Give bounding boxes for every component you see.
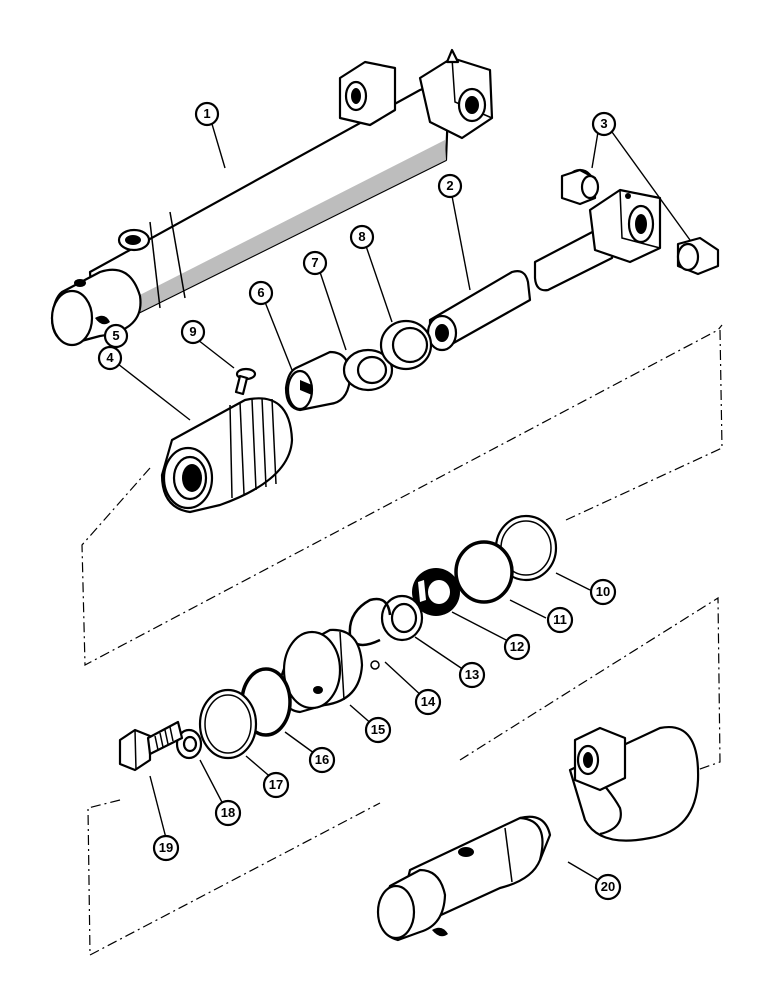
part-15-piston [278,628,364,714]
callout-5-label: 5 [112,328,119,343]
callout-2: 2 [437,173,463,199]
part-7-ring [342,348,394,392]
callout-5: 5 [103,323,129,349]
callout-group: 1 2 3 4 5 6 7 8 9 10 11 12 13 14 15 16 1… [97,101,622,901]
callout-2-label: 2 [446,178,453,193]
callout-16-label: 16 [315,752,329,767]
part-3-bushing-lower [676,236,720,276]
callout-11: 11 [546,606,574,634]
callout-15: 15 [364,716,392,744]
callout-8: 8 [349,224,375,250]
callout-12: 12 [503,633,531,661]
callout-17: 17 [262,771,290,799]
callout-13-label: 13 [465,667,479,682]
callout-10-label: 10 [596,584,610,599]
callout-6: 6 [248,280,274,306]
callout-12-label: 12 [510,639,524,654]
part-13-washer [380,594,424,642]
callout-16: 16 [308,746,336,774]
part-18-washer [175,728,203,760]
callout-18: 18 [214,799,242,827]
callout-18-label: 18 [221,805,235,820]
callout-19: 19 [152,834,180,862]
callout-10: 10 [589,578,617,606]
part-20-cylinder-end-section [376,725,700,942]
callout-7: 7 [302,250,328,276]
callout-4: 4 [97,345,123,371]
assembly-path-upper [81,324,723,666]
part-1-cylinder-barrel [50,48,494,347]
callout-9: 9 [180,319,206,345]
callout-8-label: 8 [358,229,365,244]
part-9-screw [234,367,257,396]
part-2-piston-rod [426,188,662,352]
callout-1-label: 1 [203,106,210,121]
part-6-sleeve [284,350,352,412]
part-4-gland [160,397,294,514]
callout-9-label: 9 [189,324,196,339]
assembly-path-lower [87,596,721,956]
callout-19-label: 19 [159,840,173,855]
callout-4-label: 4 [106,350,114,365]
part-19-bolt [118,720,184,772]
part-12-rod-seal [412,568,460,616]
callout-13: 13 [458,661,486,689]
part-11-o-ring [454,540,514,604]
part-8-seal [379,319,433,371]
callout-3: 3 [591,111,617,137]
callout-11-label: 11 [553,612,567,627]
callout-1: 1 [194,101,220,127]
callout-7-label: 7 [311,255,318,270]
callout-6-label: 6 [257,285,264,300]
callout-3-label: 3 [600,116,607,131]
part-14-snap-ring [348,597,392,670]
part-3-bushing-upper [560,168,600,206]
callout-14: 14 [414,688,442,716]
part-17-backup-ring [198,688,258,760]
callout-20: 20 [594,873,622,901]
callout-14-label: 14 [421,694,436,709]
callout-20-label: 20 [601,879,615,894]
callout-17-label: 17 [269,777,283,792]
callout-15-label: 15 [371,722,385,737]
assembly-path-upper-b [565,329,723,521]
